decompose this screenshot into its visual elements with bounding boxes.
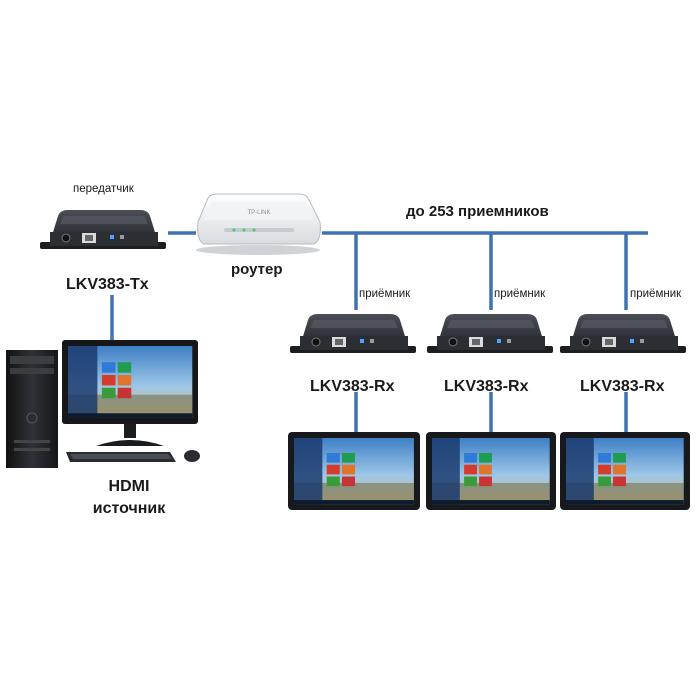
receiver-device-1	[290, 314, 416, 353]
mouse	[184, 450, 200, 462]
transmitter-model: LKV383-Tx	[66, 276, 149, 294]
source-label-line2: источник	[74, 498, 184, 520]
pc-tower	[6, 350, 58, 468]
source-label: HDMI источник	[74, 476, 184, 520]
transmitter-caption: передатчик	[73, 183, 134, 195]
network-label: до 253 приемников	[406, 203, 549, 220]
pc-monitor	[62, 340, 198, 446]
source-label-line1: HDMI	[74, 476, 184, 498]
receiver-model-2: LKV383-Rx	[444, 378, 528, 396]
receiver-monitor-1	[288, 432, 420, 510]
receiver-monitor-2	[426, 432, 556, 510]
keyboard	[66, 452, 176, 462]
router-brand: TP-LINK	[247, 210, 270, 216]
receiver-caption-1: приёмник	[359, 288, 410, 300]
receiver-caption-3: приёмник	[630, 288, 681, 300]
router-label: роутер	[231, 261, 283, 278]
receiver-monitor-3	[560, 432, 690, 510]
router-device: TP-LINK	[196, 194, 320, 255]
receiver-device-3	[560, 314, 686, 353]
transmitter-device	[40, 210, 166, 249]
receiver-model-3: LKV383-Rx	[580, 378, 664, 396]
receiver-caption-2: приёмник	[494, 288, 545, 300]
receiver-model-1: LKV383-Rx	[310, 378, 394, 396]
receiver-device-2	[427, 314, 553, 353]
